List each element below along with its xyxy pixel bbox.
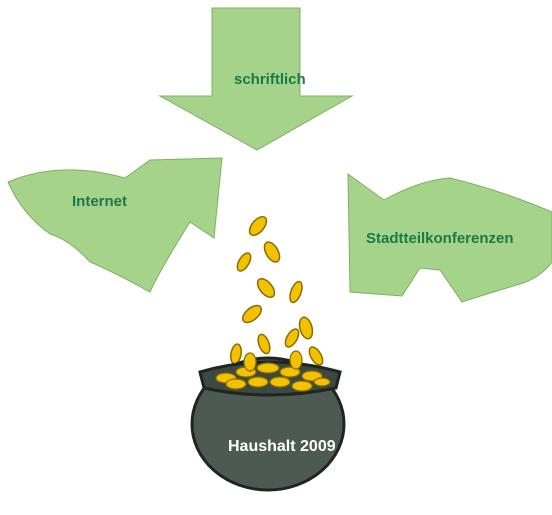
- gold-coin-icon: [298, 316, 314, 340]
- arrow-down-icon: [158, 7, 354, 151]
- falling-coins: [230, 215, 324, 366]
- gold-coin-icon: [257, 333, 271, 355]
- gold-coin-icon: [284, 328, 300, 348]
- arrow-label-schriftlich: schriftlich: [234, 71, 306, 88]
- pot-label: Haushalt 2009: [228, 438, 336, 455]
- curved-arrow-left-icon: [347, 173, 552, 303]
- gold-coin-icon: [289, 280, 303, 304]
- gold-coin-icon: [308, 346, 324, 366]
- gold-coin-icon: [256, 277, 276, 299]
- gold-coin-icon: [236, 252, 252, 272]
- arrow-label-internet: Internet: [72, 193, 128, 210]
- gold-coin-icon: [241, 304, 263, 324]
- gold-coin-icon: [248, 215, 268, 237]
- gold-coin-icon: [263, 241, 281, 263]
- arrow-label-stadtteilkonferenzen: Stadtteilkonferenzen: [366, 230, 514, 247]
- cauldron-icon: [190, 350, 346, 492]
- curved-arrow-right-icon: [7, 157, 223, 293]
